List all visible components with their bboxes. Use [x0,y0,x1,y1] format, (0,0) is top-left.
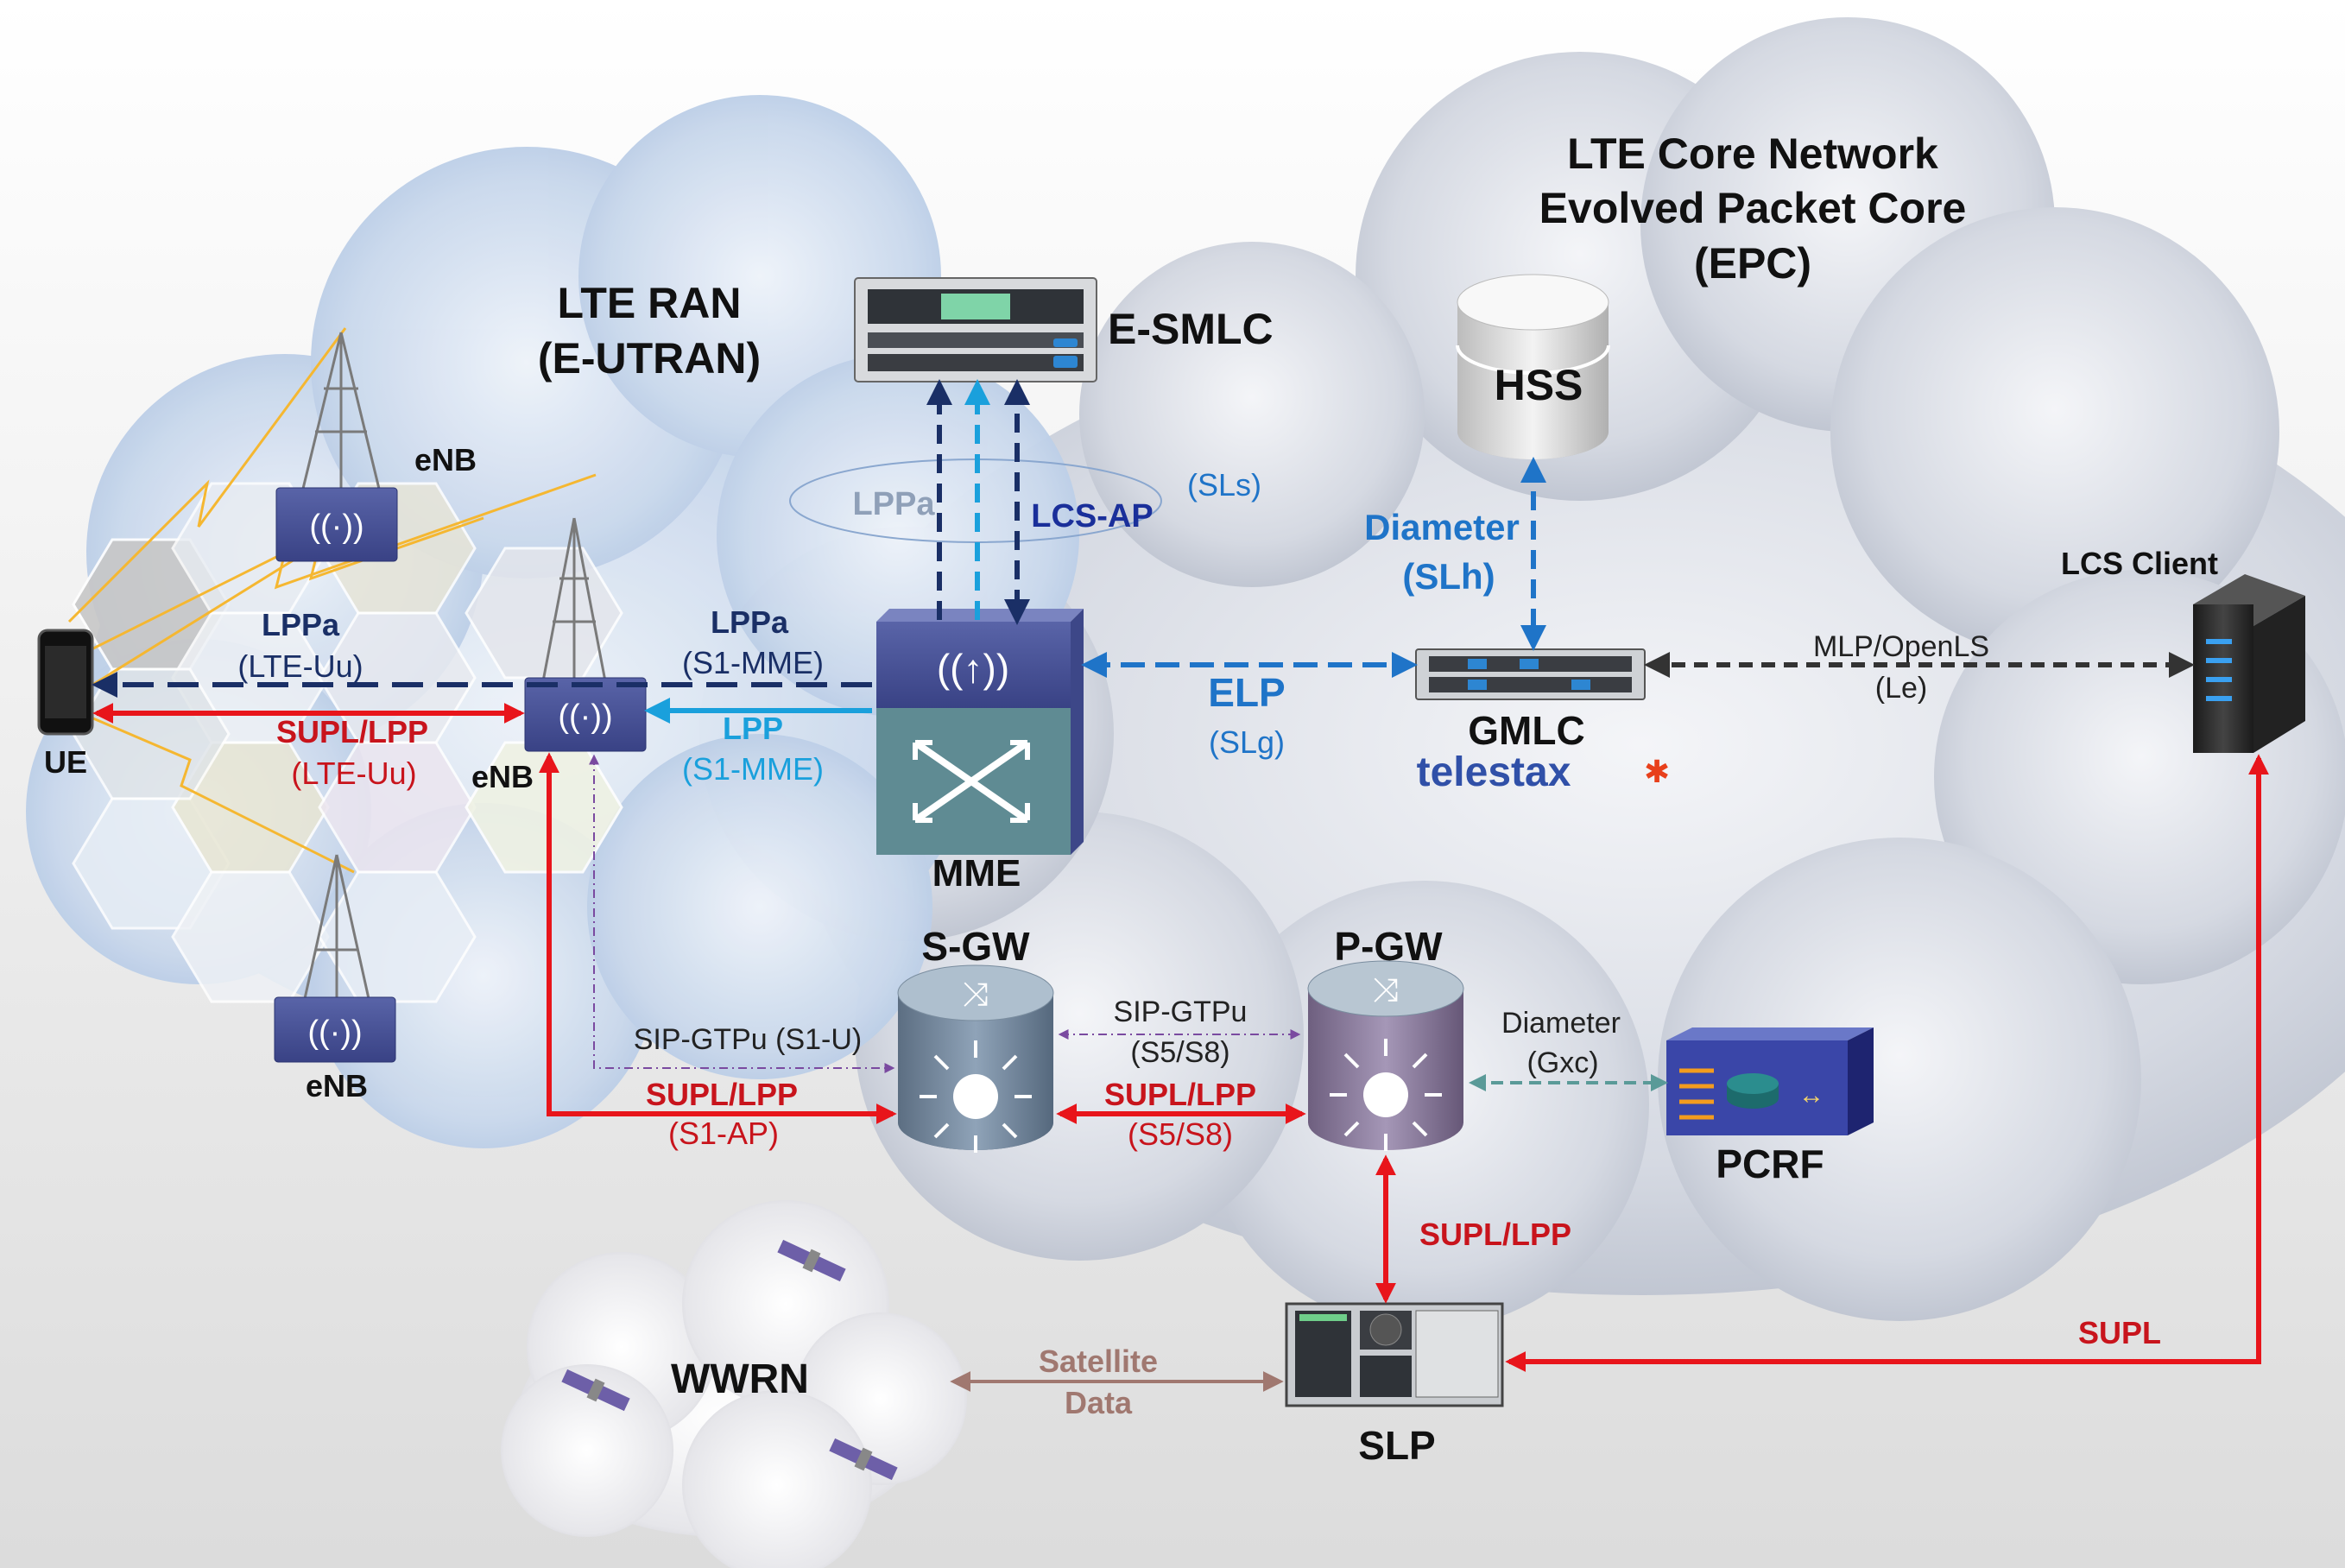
gmlc-label: GMLC [1468,708,1584,753]
pcrf-box: ↔ [1666,1027,1874,1135]
supl-lpp-uu-label: SUPL/LPP [276,714,428,749]
enb-top-label: eNB [414,442,477,477]
s5s8-2-label: (S5/S8) [1128,1116,1233,1152]
connections [92,379,2269,1392]
gxc-label: (Gxc) [1526,1046,1598,1079]
wireless-icon: ((·)) [309,509,363,545]
lppa-sls-label: LPPa [852,486,935,522]
smartphone-icon [37,629,94,736]
slg-label: (SLg) [1209,724,1285,760]
lte-uu-2-label: (LTE-Uu) [291,756,416,791]
sip-gtpu-s5-label: SIP-GTPu [1114,996,1248,1028]
enb-bottom: ((·)) [274,996,396,1063]
esmlc-label: E-SMLC [1108,305,1274,353]
satellite-icon [561,1239,898,1481]
hss-label: HSS [1495,361,1583,409]
gmlc-server [1415,648,1646,700]
supl-lpp-slp-label: SUPL/LPP [1419,1217,1571,1252]
wwrn-label: WWRN [671,1356,809,1402]
diameter-gxc-label: Diameter [1501,1007,1621,1040]
enb-mid: ((·)) [524,677,647,752]
lte-uu-1-label: (LTE-Uu) [237,648,363,684]
enb-top: ((·)) [275,487,398,562]
sip-gtpu-s1u-label: SIP-GTPu (S1-U) [634,1023,862,1056]
mme-label: MME [932,852,1021,895]
core-title-line1: LTE Core Network [1567,130,1938,178]
lppa-uu-label: LPPa [262,607,340,642]
router-icon: ⤨ [963,977,989,1013]
slp-server [1285,1302,1504,1407]
lppa-s1-label: LPPa [711,604,789,640]
supl-lpp-s5-label: SUPL/LPP [1104,1077,1256,1112]
enb-mid-label: eNB [471,759,534,794]
pcrf-label: PCRF [1716,1141,1824,1186]
server-rack-icon [2193,574,2305,753]
cell-tower-icon [300,332,610,1011]
ran-title-line2: (E-UTRAN) [538,334,761,383]
satellite-label: Satellite [1039,1344,1158,1379]
wireless-icon: ((·)) [558,699,612,735]
esmlc-server [854,277,1097,383]
s1ap-label: (S1-AP) [668,1116,779,1151]
sls-label: (SLs) [1187,467,1261,503]
mlp-openls-label: MLP/OpenLS [1813,630,1989,663]
core-title-line3: (EPC) [1694,239,1811,288]
sgw-router: ⤨ [897,964,1054,1153]
lcsap-label: LCS-AP [1031,498,1153,534]
slp-label: SLP [1358,1423,1435,1468]
radio-signals [67,327,597,874]
ue-label: UE [44,744,87,780]
router-icon: ((↑)) [937,646,1009,691]
supl-lpp-s1ap-label: SUPL/LPP [646,1077,798,1112]
telestax-logo: telestax [1417,749,1571,795]
diameter-slh-label: Diameter [1364,507,1520,547]
le-label: (Le) [1875,672,1927,705]
core-title-line2: Evolved Packet Core [1539,184,1967,232]
mme-switch: ((↑)) [876,609,1084,855]
cell-grid [72,482,623,1003]
elp-label: ELP [1208,670,1285,715]
sgw-label: S-GW [921,924,1030,969]
lpp-s1-label: LPP [723,711,783,746]
s1-mme-2-label: (S1-MME) [682,751,824,787]
slh-label: (SLh) [1402,556,1495,597]
supl-label: SUPL [2078,1315,2161,1350]
router-icon: ⤨ [1373,972,1399,1008]
bidirectional-arrow-icon: ↔ [1798,1081,1824,1110]
database-icon [1456,274,1610,459]
telestax-logo-mark: ✱ [1644,754,1670,789]
pgw-router: ⤨ [1307,960,1464,1151]
s1-mme-1-label: (S1-MME) [682,645,824,680]
data-label: Data [1065,1385,1133,1420]
enb-bottom-label: eNB [306,1068,368,1103]
wireless-icon: ((·)) [307,1015,362,1051]
s5s8-1-label: (S5/S8) [1130,1036,1229,1069]
switch-icon [913,739,1030,824]
pgw-label: P-GW [1334,924,1443,969]
lcs-client-label: LCS Client [2061,546,2218,581]
ran-title-line1: LTE RAN [558,279,742,327]
